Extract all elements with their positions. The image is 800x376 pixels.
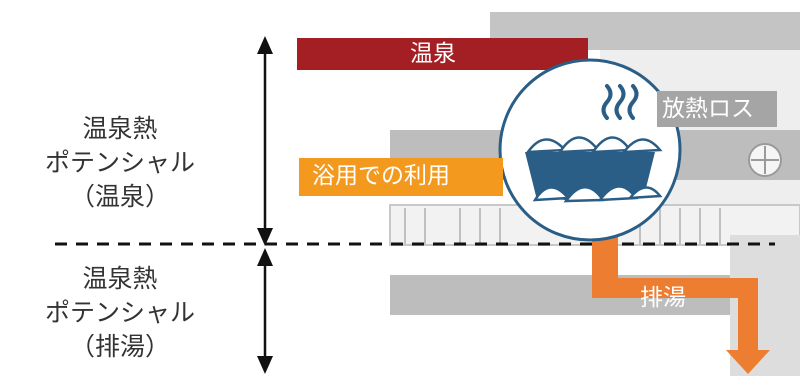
potential-label-line: 温泉熱	[82, 114, 158, 143]
potential-label-line: （温泉）	[69, 182, 170, 211]
potential-label-line: （排湯）	[69, 332, 170, 361]
potential-label-lower: 温泉熱 ポテンシャル （排湯）	[0, 262, 240, 364]
heat-loss-badge	[657, 91, 777, 127]
potential-label-line: 温泉熱	[82, 264, 158, 293]
inflow-label: 温泉	[410, 41, 456, 67]
inflow-arrow	[297, 38, 602, 134]
potential-label-line: ポテンシャル	[44, 298, 195, 327]
outflow-label: 排湯	[640, 285, 686, 311]
potential-label-line: ポテンシャル	[44, 148, 195, 177]
heat-loss-label: 放熱ロス	[662, 96, 754, 122]
bath-use-badge	[299, 158, 503, 196]
bath-use-label: 浴用での利用	[312, 163, 450, 189]
potential-label-upper: 温泉熱 ポテンシャル （温泉）	[0, 112, 240, 214]
outflow-arrow	[592, 230, 770, 374]
bath-circle	[498, 58, 682, 242]
potential-arrows	[257, 36, 273, 374]
steam-icon	[601, 84, 639, 120]
